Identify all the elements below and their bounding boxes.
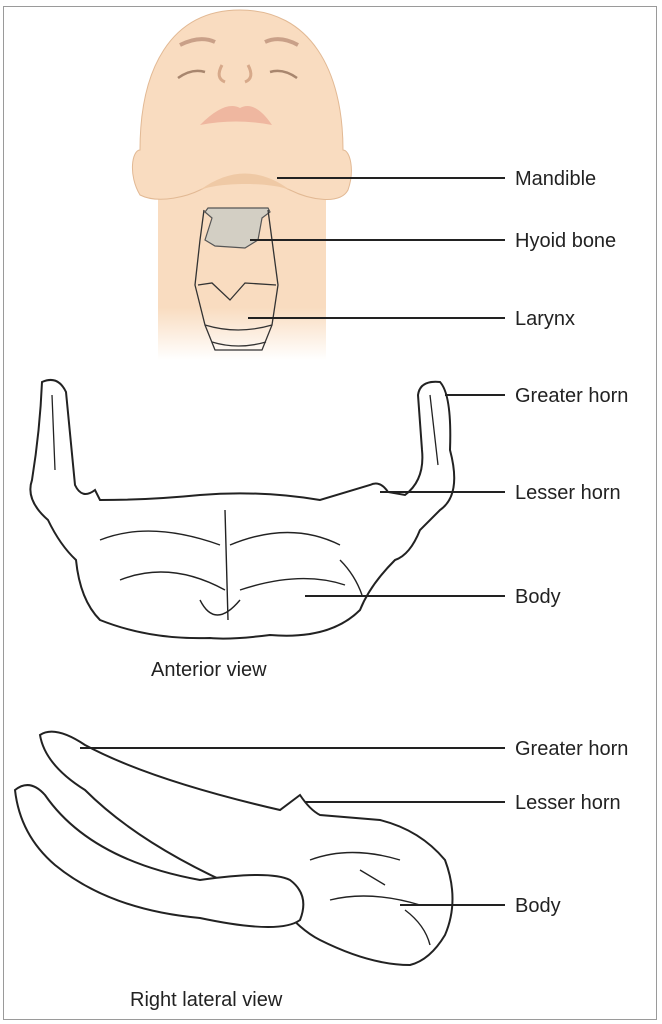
hyoid-lateral-illustration: [13, 730, 454, 967]
caption-right-lateral-view: Right lateral view: [130, 989, 283, 1011]
leader-lines: [80, 177, 505, 906]
label-hyoid-bone: Hyoid bone: [515, 230, 617, 252]
figure-frame: [3, 6, 657, 1020]
eye-left: [177, 69, 206, 80]
label-lateral-body: Body: [515, 895, 561, 917]
hyoid-in-neck: [204, 207, 271, 249]
label-mandible: Mandible: [515, 168, 597, 190]
head-illustration: [132, 9, 352, 360]
lips: [200, 106, 272, 125]
larynx-outline: [194, 209, 279, 351]
eye-right: [269, 69, 298, 80]
label-lateral-greater-horn: Greater horn: [515, 738, 629, 760]
label-anterior-body: Body: [515, 586, 561, 608]
caption-anterior-view: Anterior view: [151, 659, 267, 681]
label-anterior-greater-horn: Greater horn: [515, 385, 629, 407]
chin-shadow: [200, 173, 290, 190]
nose: [217, 64, 253, 84]
eyebrow-left: [179, 37, 216, 47]
hyoid-anterior-illustration: [29, 379, 456, 640]
label-lateral-lesser-horn: Lesser horn: [515, 792, 621, 814]
label-anterior-lesser-horn: Lesser horn: [515, 482, 621, 504]
thyroid-cartilage: [197, 282, 277, 347]
label-larynx: Larynx: [515, 308, 576, 330]
eyebrow-right: [264, 37, 299, 47]
face: [132, 9, 352, 200]
